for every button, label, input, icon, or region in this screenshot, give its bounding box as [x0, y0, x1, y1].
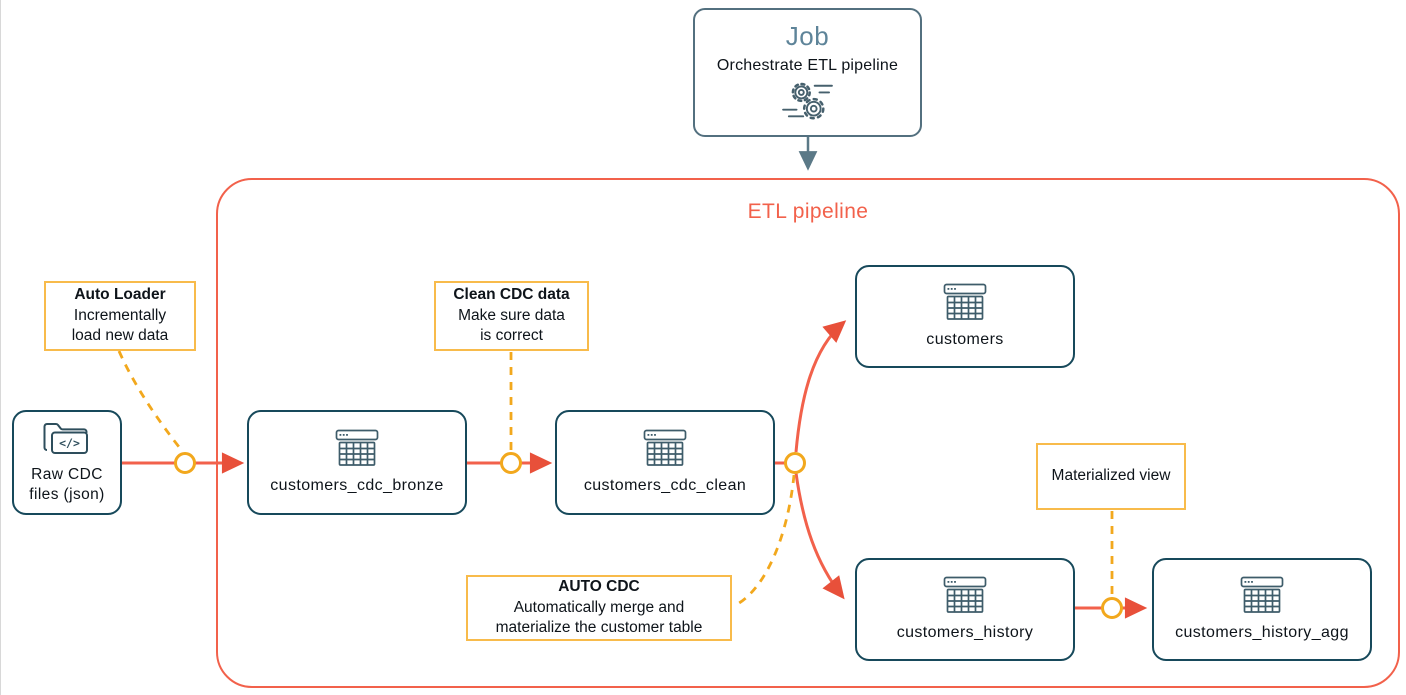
annotation-materialized-view: Materialized view — [1036, 443, 1186, 510]
gears-icon — [781, 82, 833, 120]
annotation-title: Clean CDC data — [453, 285, 570, 303]
table-icon — [1240, 576, 1284, 613]
annotation-title: AUTO CDC — [558, 577, 640, 595]
node-customers: customers — [855, 265, 1075, 368]
etl-pipeline-container — [216, 178, 1400, 688]
job-box: Job Orchestrate ETL pipeline — [693, 8, 922, 137]
node-raw-cdc-files: </> Raw CDC files (json) — [12, 410, 122, 515]
annotation-body: Make sure data is correct — [458, 306, 565, 345]
job-subtitle: Orchestrate ETL pipeline — [716, 57, 899, 74]
node-label: customers_cdc_bronze — [270, 476, 444, 494]
auto-loader-lead-line — [117, 350, 185, 453]
annotation-clean-cdc-data: Clean CDC data Make sure data is correct — [434, 281, 589, 351]
etl-pipeline-label: ETL pipeline — [747, 200, 869, 223]
node-label: customers_history — [896, 623, 1034, 641]
node-label: customers_cdc_clean — [583, 476, 747, 494]
page-left-edge — [0, 0, 1, 695]
node-label: customers_history_agg — [1175, 623, 1349, 641]
node-customers-cdc-bronze: customers_cdc_bronze — [247, 410, 467, 515]
table-icon — [643, 429, 687, 466]
annotation-body: Materialized view — [1051, 467, 1171, 485]
annotation-title: Auto Loader — [74, 285, 166, 303]
annotation-body: Automatically merge and materialize the … — [495, 598, 703, 637]
svg-text:</>: </> — [59, 436, 80, 450]
folder-code-icon: </> — [43, 422, 88, 454]
annotation-auto-loader: Auto Loader Incrementally load new data — [44, 281, 196, 351]
node-customers-history: customers_history — [855, 558, 1075, 661]
node-label: customers — [926, 330, 1004, 348]
node-label: Raw CDC files (json) — [29, 465, 105, 503]
annotation-auto-cdc: AUTO CDC Automatically merge and materia… — [466, 575, 732, 641]
job-title: Job — [785, 21, 830, 51]
table-icon — [335, 429, 379, 466]
node-customers-history-agg: customers_history_agg — [1152, 558, 1372, 661]
table-icon — [943, 576, 987, 613]
auto-loader-junction-circle — [174, 452, 196, 474]
table-icon — [943, 283, 987, 320]
annotation-body: Incrementally load new data — [71, 306, 169, 345]
node-customers-cdc-clean: customers_cdc_clean — [555, 410, 775, 515]
